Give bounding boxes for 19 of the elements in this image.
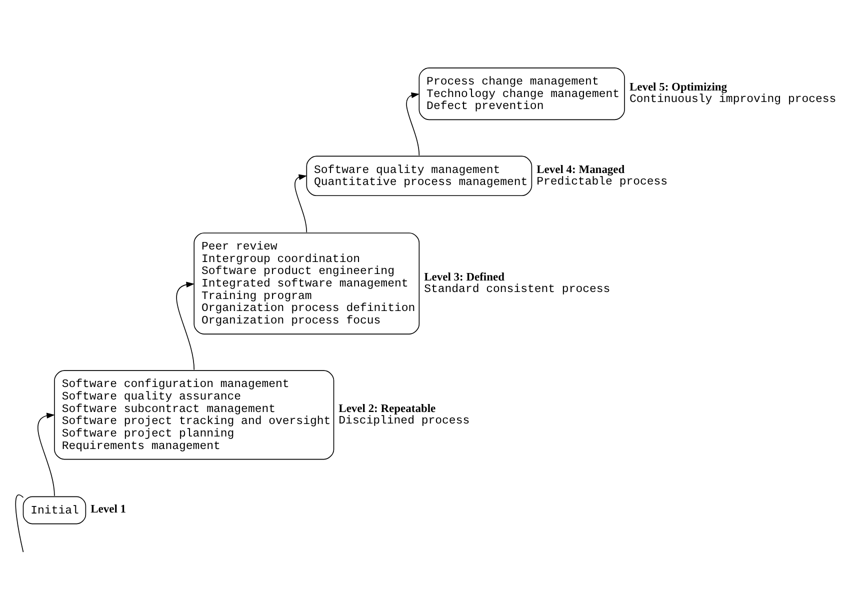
connector bbox=[15, 494, 24, 552]
node-label: Continuously improving process bbox=[629, 93, 836, 106]
node-label: Level 2: Repeatable bbox=[338, 402, 436, 415]
node-box: Initial bbox=[22, 496, 86, 524]
node-label: Predictable process bbox=[536, 175, 668, 188]
node-label: Level 4: Managed bbox=[536, 164, 625, 176]
node-label: Level 1 bbox=[90, 503, 126, 516]
node-box: Software configuration management Software quality assurance Software subcontract management Software project tracking and oversight Software project planning Requirements management bbox=[54, 370, 334, 460]
node-label: Level 5: Optimizing bbox=[629, 82, 728, 94]
node-box: Process change management Technology change management Defect prevention bbox=[418, 68, 625, 120]
node-box: Software quality management Quantitative process management bbox=[306, 156, 532, 196]
node-label: Disciplined process bbox=[338, 414, 470, 428]
arrow bbox=[38, 412, 55, 496]
node-label: Standard consistent process bbox=[424, 282, 610, 296]
node-label: Level 3: Defined bbox=[424, 271, 504, 284]
arrow bbox=[176, 282, 195, 370]
node-box: Peer review Intergroup coordination Software product engineering Integrated software management Training program Organization process definition Organization process focus bbox=[194, 232, 420, 334]
arrow bbox=[294, 174, 308, 233]
arrow bbox=[406, 92, 420, 156]
